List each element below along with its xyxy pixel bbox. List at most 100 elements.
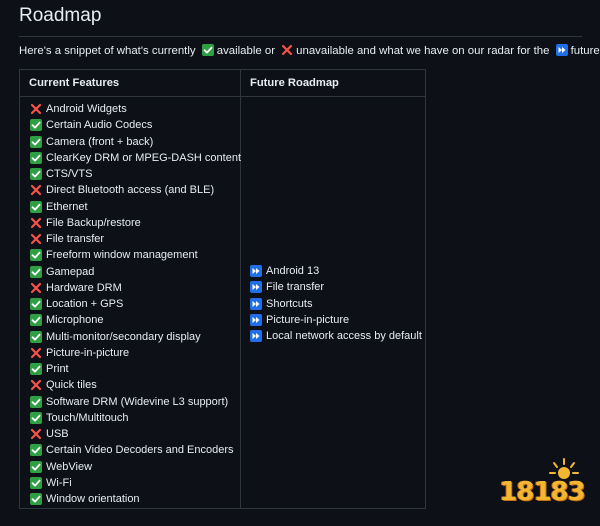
fast-forward-icon <box>555 44 568 56</box>
feature-label: Hardware DRM <box>46 281 122 294</box>
watermark-logo: 18183 <box>492 455 592 520</box>
future-item: Shortcuts <box>250 296 422 312</box>
check-icon <box>30 476 42 489</box>
feature-item: Microphone <box>30 312 241 328</box>
feature-item: Camera (front + back) <box>30 134 241 150</box>
check-icon <box>30 265 42 278</box>
feature-label: Location + GPS <box>46 298 124 310</box>
cross-icon <box>30 282 42 294</box>
cross-icon <box>30 217 42 229</box>
feature-label: ClearKey DRM or MPEG-DASH content <box>46 151 241 164</box>
roadmap-table: Current Features Future Roadmap Android … <box>19 69 426 509</box>
future-label: Shortcuts <box>266 297 313 310</box>
feature-item: USB <box>30 426 241 442</box>
feature-item: Wi-Fi <box>30 475 241 491</box>
feature-item: Android Widgets <box>30 101 241 117</box>
feature-label: Direct Bluetooth access (and BLE) <box>46 184 215 197</box>
intro-text: Here's a snippet of what's currently ava… <box>19 43 600 59</box>
check-icon <box>30 249 42 262</box>
cross-icon <box>30 103 42 115</box>
feature-label: Quick tiles <box>46 379 97 392</box>
check-icon <box>30 314 42 327</box>
feature-label: WebView <box>46 460 93 473</box>
check-icon <box>30 168 42 181</box>
feature-item: Window orientation <box>30 491 241 507</box>
check-icon <box>30 330 42 343</box>
future-roadmap-header: Future Roadmap <box>241 70 425 97</box>
feature-item: Gamepad <box>30 264 241 280</box>
check-icon <box>30 119 42 132</box>
future-item: File transfer <box>250 279 422 295</box>
feature-item: Ethernet <box>30 199 241 215</box>
feature-item: Location + GPS <box>30 296 241 312</box>
feature-item: Freeform window management <box>30 247 241 263</box>
feature-label: Certain Audio Codecs <box>46 119 153 132</box>
feature-item: Certain Video Decoders and Encoders <box>30 442 241 458</box>
intro-part1: Here's a snippet of what's currently <box>19 45 196 57</box>
feature-item: Direct Bluetooth access (and BLE) <box>30 182 241 198</box>
check-icon <box>30 135 42 148</box>
fast-forward-icon <box>250 297 262 310</box>
check-icon <box>30 363 42 376</box>
check-icon <box>201 44 214 56</box>
current-features-header: Current Features <box>20 70 241 97</box>
check-icon <box>30 200 42 213</box>
fast-forward-icon <box>250 265 262 278</box>
check-icon <box>30 151 42 164</box>
check-icon <box>30 460 42 473</box>
check-icon <box>30 298 42 311</box>
feature-label: Microphone <box>46 314 104 327</box>
future-label: Android 13 <box>266 265 320 277</box>
feature-item: Software DRM (Widevine L3 support) <box>30 394 241 410</box>
watermark-text: 18183 <box>499 477 585 507</box>
future-label: Picture-in-picture <box>266 313 350 326</box>
feature-label: Picture-in-picture <box>46 346 130 359</box>
feature-label: Print <box>46 363 69 375</box>
feature-label: Software DRM (Widevine L3 support) <box>46 395 229 408</box>
cross-icon <box>30 428 42 440</box>
feature-item: Hardware DRM <box>30 280 241 296</box>
feature-item: WebView <box>30 459 241 475</box>
fast-forward-icon <box>250 281 262 294</box>
feature-label: Camera (front + back) <box>46 135 154 148</box>
watermark-burst-icon <box>549 458 579 479</box>
feature-item: Picture-in-picture <box>30 345 241 361</box>
feature-label: Multi-monitor/secondary display <box>46 330 201 343</box>
feature-item: Multi-monitor/secondary display <box>30 329 241 345</box>
future-item: Android 13 <box>250 263 422 279</box>
check-icon <box>30 444 42 457</box>
feature-item: ClearKey DRM or MPEG-DASH content <box>30 150 241 166</box>
feature-item: File transfer <box>30 231 241 247</box>
feature-label: File transfer <box>46 233 105 245</box>
feature-label: Android Widgets <box>46 103 127 115</box>
feature-label: USB <box>46 428 69 440</box>
feature-item: Certain Audio Codecs <box>30 117 241 133</box>
feature-label: Window orientation <box>46 493 140 505</box>
future-item: Local network access by default <box>250 328 422 344</box>
future-item: Picture-in-picture <box>250 312 422 328</box>
feature-item: Print <box>30 361 241 377</box>
fast-forward-icon <box>250 330 262 343</box>
feature-label: Wi-Fi <box>46 476 72 489</box>
check-icon <box>30 493 42 506</box>
cross-icon <box>30 184 42 196</box>
check-icon <box>30 395 42 408</box>
page-heading: Roadmap <box>19 2 582 37</box>
feature-item: CTS/VTS <box>30 166 241 182</box>
feature-label: Gamepad <box>46 265 95 278</box>
cross-icon <box>30 233 42 245</box>
feature-label: Freeform window management <box>46 249 198 262</box>
intro-unavailable: unavailable and what we have on our rada… <box>296 45 550 57</box>
future-label: Local network access by default <box>266 330 422 342</box>
intro-available: available or <box>216 45 275 57</box>
feature-label: CTS/VTS <box>46 168 93 180</box>
feature-label: Touch/Multitouch <box>46 411 129 424</box>
feature-item: Touch/Multitouch <box>30 410 241 426</box>
feature-item: Quick tiles <box>30 377 241 393</box>
cross-icon <box>30 347 42 359</box>
intro-future: future: <box>570 45 600 57</box>
feature-label: Ethernet <box>46 200 88 213</box>
